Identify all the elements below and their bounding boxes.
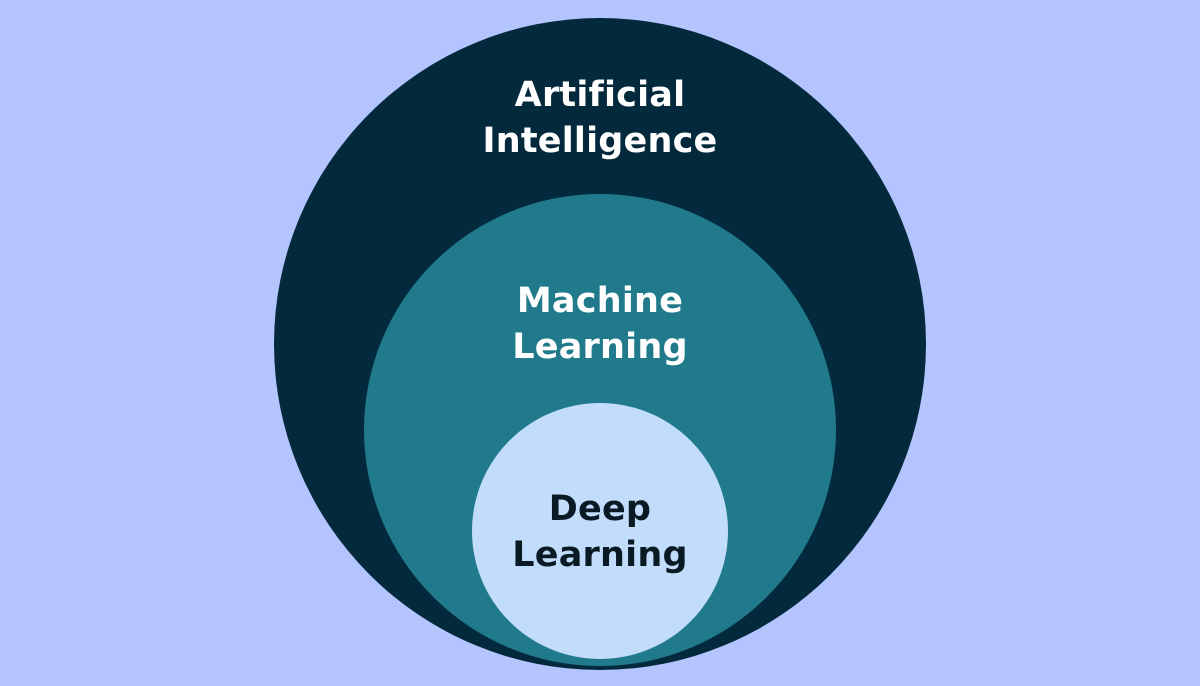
deep-learning-label-line-1: Deep xyxy=(548,489,652,529)
artificial-intelligence-label-line-2: Intelligence xyxy=(482,121,718,161)
machine-learning-label-line-1: Machine xyxy=(516,281,684,321)
machine-learning-label-line-2: Learning xyxy=(512,327,688,367)
artificial-intelligence-label: Artificial Intelligence xyxy=(0,72,1200,164)
deep-learning-circle xyxy=(472,403,728,659)
deep-learning-label: Deep Learning xyxy=(0,486,1200,578)
artificial-intelligence-label-line-1: Artificial xyxy=(514,75,686,115)
deep-learning-label-line-2: Learning xyxy=(512,535,688,575)
machine-learning-label: Machine Learning xyxy=(0,278,1200,370)
